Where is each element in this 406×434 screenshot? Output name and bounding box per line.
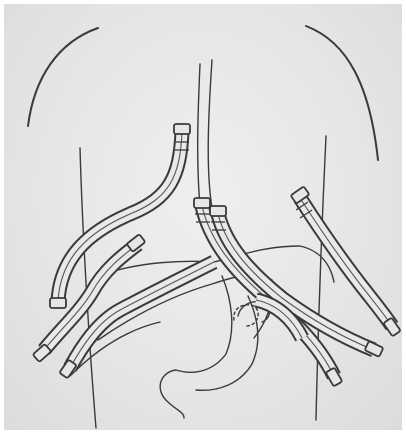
stomach-inner-edge xyxy=(196,296,258,390)
center-vertical-line-a xyxy=(198,64,200,206)
center-vertical-line-b xyxy=(208,60,212,208)
midline-guides xyxy=(80,60,326,428)
stomach-body xyxy=(160,276,232,418)
right-vertical-guide xyxy=(316,136,326,420)
left-flank-line xyxy=(28,28,98,126)
tube-center-left xyxy=(59,262,214,378)
tube-group xyxy=(33,124,401,386)
right-flank-line xyxy=(306,26,378,160)
